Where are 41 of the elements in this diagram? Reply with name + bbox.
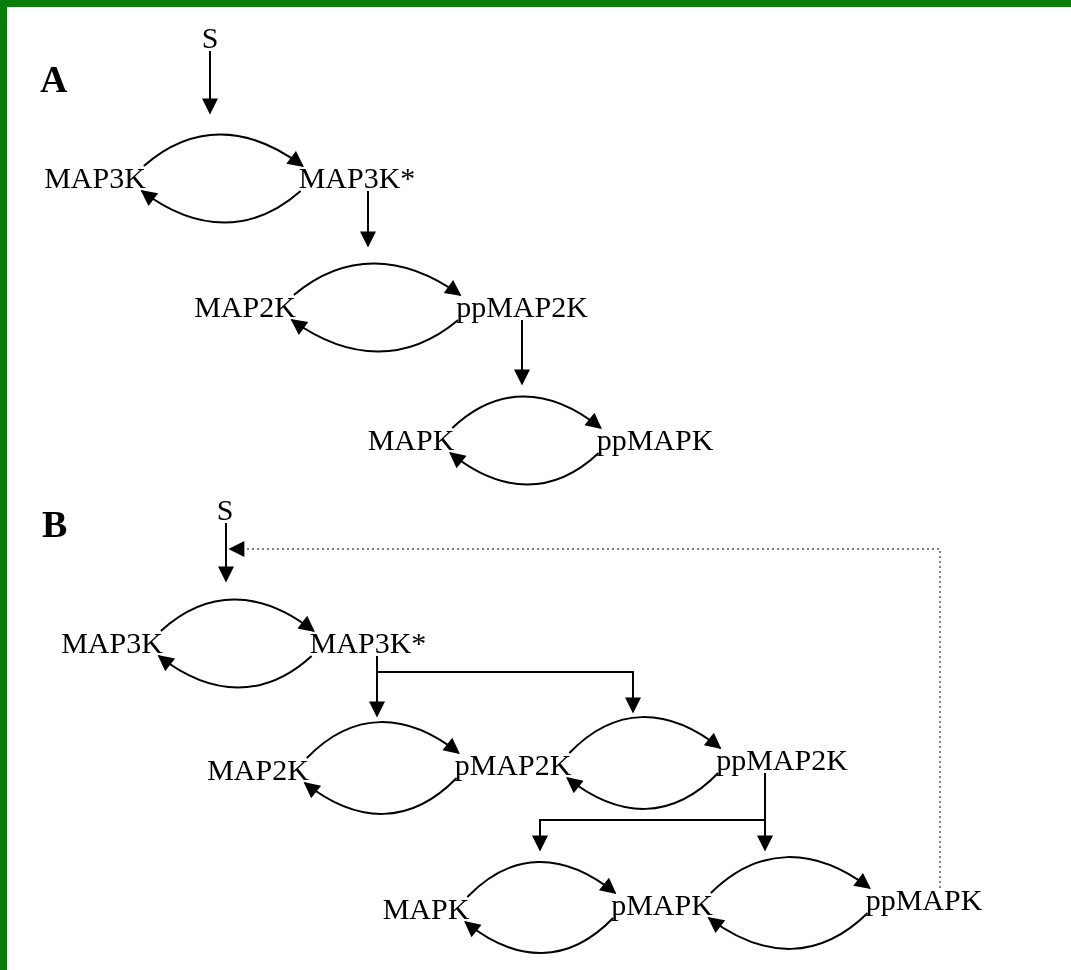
conversion-arrow <box>159 598 315 632</box>
protein-label: ppMAP2K <box>716 745 848 775</box>
panel-label: B <box>42 505 68 543</box>
conversion-arrow <box>290 319 460 353</box>
protein-label: MAPK <box>367 425 455 455</box>
conversion-arrow <box>451 395 602 429</box>
protein-label: MAP3K* <box>298 163 416 193</box>
conversion-arrow <box>305 721 460 759</box>
protein-label: MAP2K <box>194 292 296 322</box>
protein-label: pMAP2K <box>454 750 572 780</box>
conversion-arrow <box>292 262 462 296</box>
protein-label: MAP3K <box>61 628 163 658</box>
protein-label: MAPK <box>382 894 470 924</box>
conversion-arrow <box>466 861 617 898</box>
protein-label: ppMAPK <box>596 425 714 455</box>
activation-arrow <box>514 319 530 386</box>
protein-label: ppMAPK <box>865 885 983 915</box>
conversion-arrow <box>568 716 722 754</box>
protein-label: S <box>201 23 219 53</box>
activation-arrow <box>202 50 218 115</box>
protein-label: S <box>216 495 234 525</box>
conversion-arrow <box>142 133 304 167</box>
panel-label: A <box>40 60 68 98</box>
activation-arrow <box>360 190 376 248</box>
protein-label: MAP3K <box>44 163 146 193</box>
protein-label: pMAPK <box>611 890 713 920</box>
conversion-arrow <box>157 655 313 689</box>
protein-label: ppMAP2K <box>456 292 588 322</box>
conversion-arrow <box>228 541 941 889</box>
conversion-arrow <box>709 856 871 894</box>
conversion-arrow <box>464 917 615 954</box>
conversion-arrow <box>566 772 720 810</box>
activation-arrow <box>532 772 766 852</box>
conversion-arrow <box>707 912 869 950</box>
conversion-arrow <box>449 452 600 486</box>
protein-label: MAP3K* <box>309 628 427 658</box>
activation-arrow <box>218 522 234 583</box>
conversion-arrow <box>140 190 302 224</box>
conversion-arrow <box>303 777 458 815</box>
protein-label: MAP2K <box>207 755 309 785</box>
activation-arrow <box>376 655 641 714</box>
